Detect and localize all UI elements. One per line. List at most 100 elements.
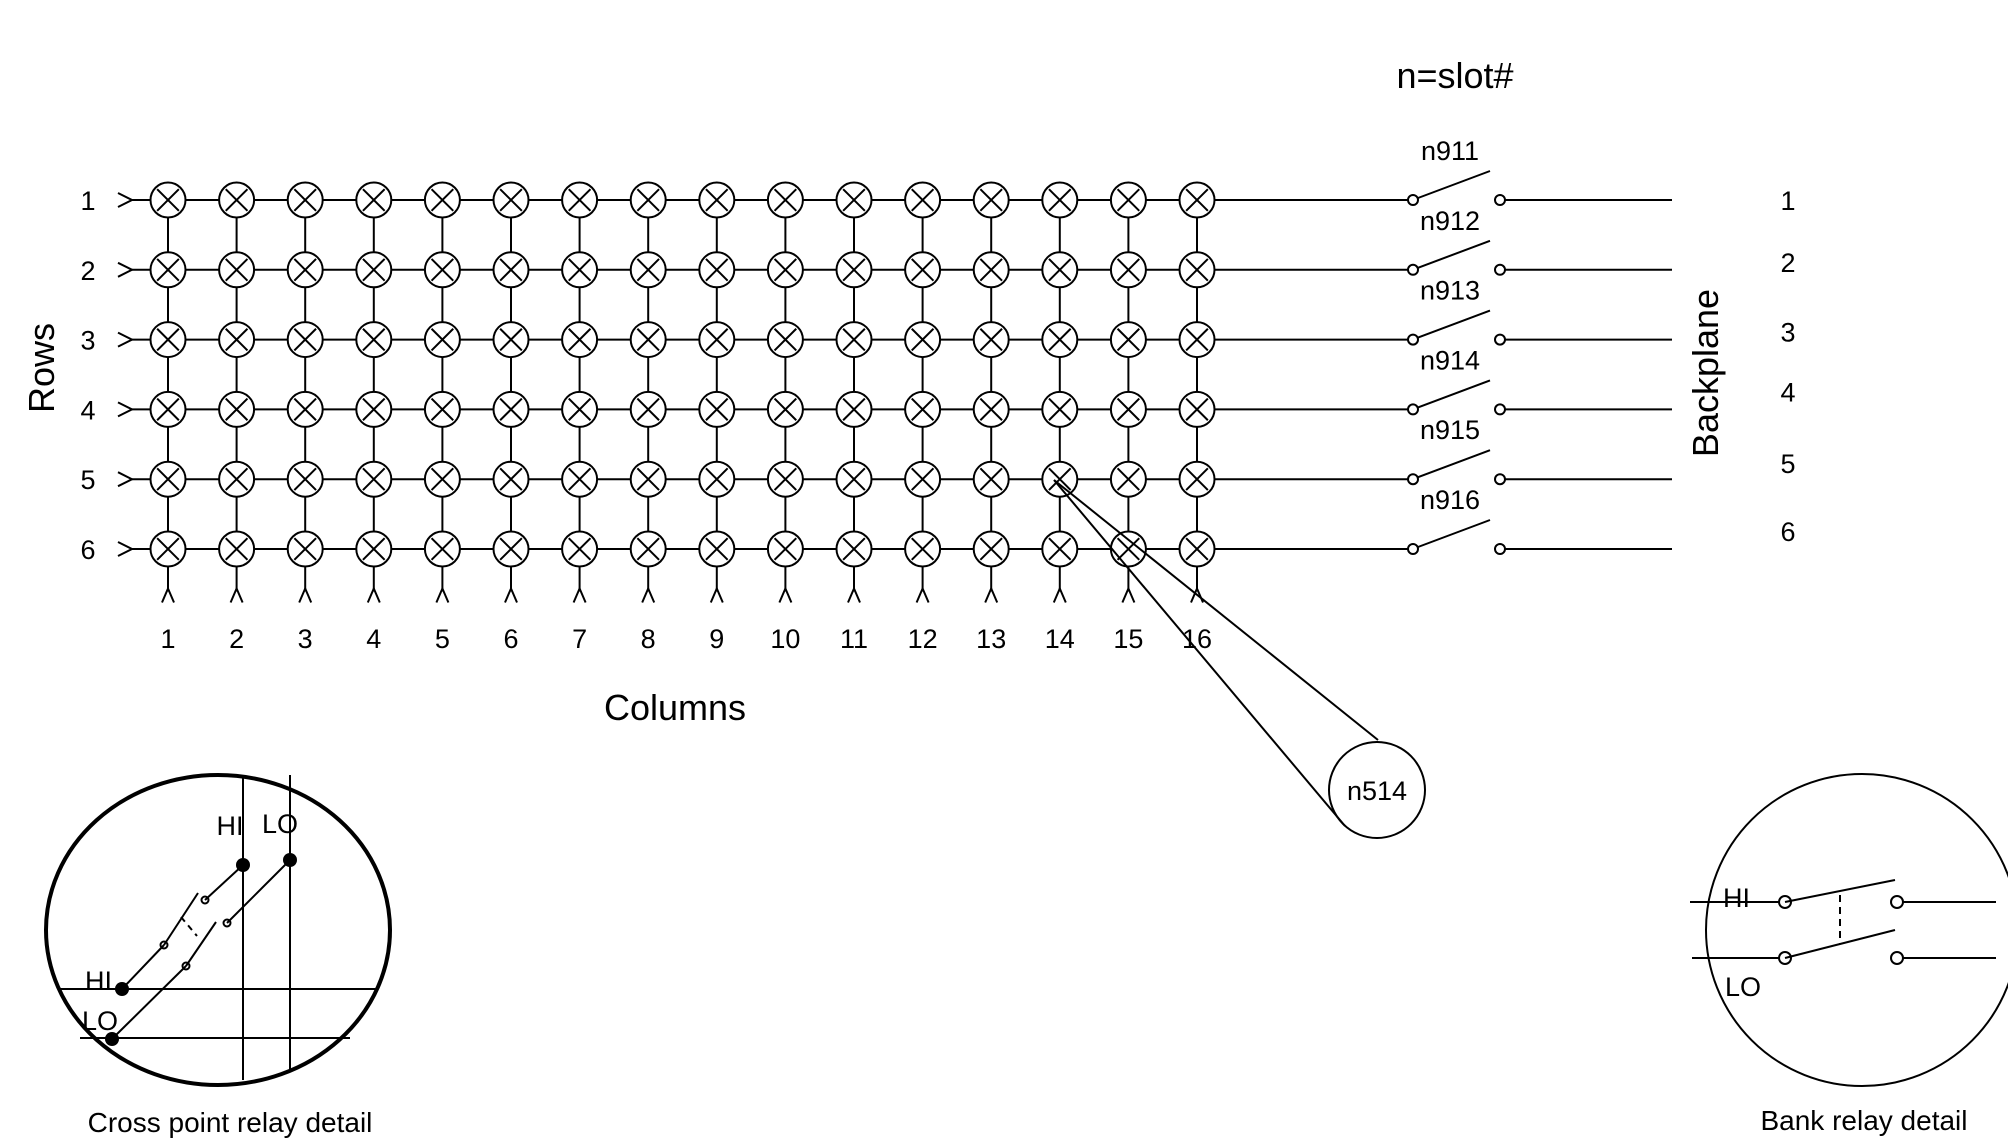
crosspoint-relay bbox=[835, 530, 873, 568]
crosspoint-relay bbox=[355, 460, 393, 498]
detail-hi-left: HI bbox=[85, 966, 112, 996]
backplane-number: 3 bbox=[1780, 318, 1795, 348]
rows-label: Rows bbox=[21, 323, 62, 413]
column-number: 11 bbox=[840, 624, 868, 654]
column-number: 1 bbox=[160, 624, 175, 654]
column-connector-arrow bbox=[435, 585, 450, 603]
column-connector-arrow bbox=[641, 585, 656, 603]
crosspoint-relay bbox=[1041, 181, 1079, 219]
crosspoint-relay bbox=[286, 321, 324, 359]
crosspoint-relay bbox=[492, 251, 530, 289]
crosspoint-relay bbox=[904, 390, 942, 428]
crosspoint-relay bbox=[629, 530, 667, 568]
crosspoint-relay bbox=[766, 530, 804, 568]
column-number: 9 bbox=[709, 624, 724, 654]
column-number: 13 bbox=[976, 624, 1006, 654]
crosspoint-relay bbox=[835, 181, 873, 219]
crosspoint-relay bbox=[492, 460, 530, 498]
detail-lo-top: LO bbox=[262, 809, 298, 839]
bank-relay-switch bbox=[1250, 309, 1672, 346]
row-number: 5 bbox=[80, 465, 95, 495]
bank-detail-lo: LO bbox=[1725, 972, 1761, 1002]
crosspoint-relay bbox=[218, 181, 256, 219]
bank-detail-caption: Bank relay detail bbox=[1760, 1105, 1967, 1136]
column-number: 2 bbox=[229, 624, 244, 654]
detail-hi-top: HI bbox=[217, 811, 244, 841]
crosspoint-relay-detail: HI LO HI LO Cross point relay detail bbox=[44, 773, 392, 1138]
bank-relay-switch bbox=[1250, 170, 1672, 206]
row-number: 3 bbox=[80, 326, 95, 356]
crosspoint-relay bbox=[286, 251, 324, 289]
crosspoint-relay bbox=[423, 181, 461, 219]
crosspoint-relay bbox=[972, 251, 1010, 289]
crosspoint-relay bbox=[149, 460, 187, 498]
row-connector-arrow bbox=[117, 261, 135, 278]
crosspoint-relay bbox=[561, 530, 599, 568]
crosspoint-relay bbox=[149, 251, 187, 289]
row-number: 2 bbox=[80, 256, 95, 286]
crosspoint-relay bbox=[218, 460, 256, 498]
crosspoint-relay bbox=[1178, 390, 1216, 428]
crosspoint-relay bbox=[492, 530, 530, 568]
column-number: 7 bbox=[572, 624, 587, 654]
crosspoint-relay bbox=[904, 251, 942, 289]
crosspoint-relay bbox=[1041, 251, 1079, 289]
row-connector-arrow bbox=[117, 541, 135, 557]
crosspoint-relay bbox=[972, 321, 1010, 359]
bank-relay-label: n914 bbox=[1420, 345, 1480, 375]
crosspoint-relay bbox=[492, 181, 530, 219]
column-connector-arrow bbox=[778, 585, 793, 603]
crosspoint-relay bbox=[629, 390, 667, 428]
row-number: 6 bbox=[80, 535, 95, 565]
column-connector-arrow bbox=[229, 585, 244, 603]
crosspoint-relay bbox=[218, 251, 256, 289]
crosspoint-relay bbox=[1178, 460, 1216, 498]
column-number: 4 bbox=[366, 624, 381, 654]
crosspoint-relay bbox=[972, 530, 1010, 568]
backplane-number: 1 bbox=[1780, 186, 1795, 216]
backplane-number: 5 bbox=[1780, 449, 1795, 479]
crosspoint-relay bbox=[904, 460, 942, 498]
crosspoint-relay bbox=[1109, 460, 1147, 498]
crosspoint-relay bbox=[423, 460, 461, 498]
column-number: 10 bbox=[770, 624, 800, 654]
column-connector-arrow bbox=[504, 585, 518, 603]
crosspoint-relay bbox=[561, 321, 599, 359]
crosspoint-relay bbox=[698, 390, 736, 428]
column-number: 5 bbox=[435, 624, 450, 654]
crosspoint-relay bbox=[835, 321, 873, 359]
column-number: 12 bbox=[908, 624, 938, 654]
crosspoint-relay bbox=[149, 530, 187, 568]
crosspoint-relay bbox=[1109, 321, 1147, 359]
column-connector-arrow bbox=[984, 585, 999, 603]
crosspoint-relay bbox=[1178, 530, 1216, 568]
crosspoint-relay bbox=[1109, 390, 1147, 428]
crosspoint-relay bbox=[835, 251, 873, 289]
crosspoint-relay bbox=[698, 460, 736, 498]
crosspoint-relay bbox=[149, 181, 187, 219]
row-connector-arrow bbox=[117, 331, 135, 348]
crosspoint-relay bbox=[355, 530, 393, 568]
slot-title: n=slot# bbox=[1396, 55, 1513, 96]
crosspoint-relay bbox=[766, 181, 804, 219]
column-connector-arrow bbox=[915, 585, 930, 603]
crosspoint-relay bbox=[1041, 460, 1079, 498]
crosspoint-relay bbox=[492, 390, 530, 428]
crosspoint-relay bbox=[904, 530, 942, 568]
crosspoint-relay bbox=[561, 460, 599, 498]
crosspoint-relay bbox=[904, 321, 942, 359]
crosspoint-relay bbox=[149, 321, 187, 359]
bank-relay-switch bbox=[1250, 449, 1672, 486]
crosspoint-relay bbox=[423, 321, 461, 359]
crosspoint-relay bbox=[423, 390, 461, 428]
crosspoint-relay bbox=[1178, 251, 1216, 289]
bank-relay-switch bbox=[1250, 519, 1672, 555]
crosspoint-relay bbox=[629, 251, 667, 289]
bank-relay-switch bbox=[1250, 239, 1672, 276]
crosspoint-relay bbox=[218, 530, 256, 568]
crosspoint-relay bbox=[766, 321, 804, 359]
crosspoint-relay bbox=[423, 251, 461, 289]
